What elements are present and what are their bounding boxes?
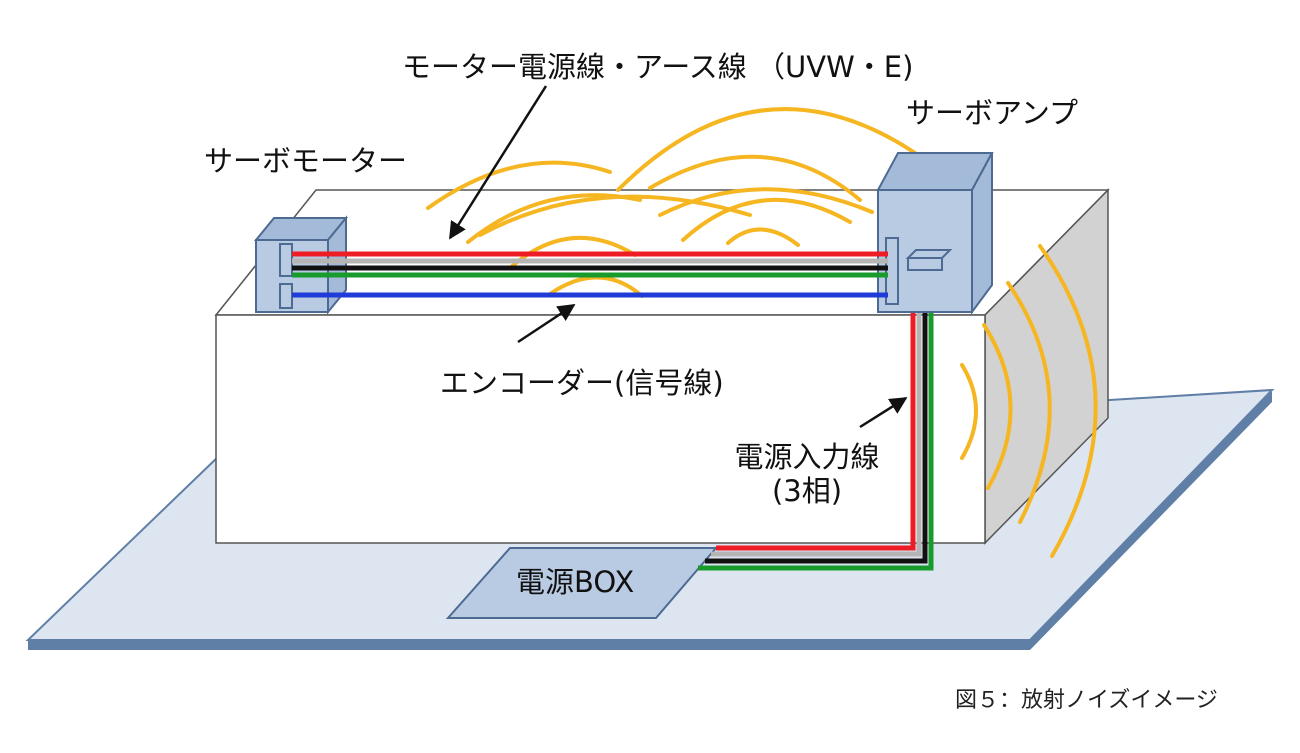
power-input-cable <box>698 268 934 571</box>
label-servo-motor: サーボモーター <box>204 144 408 178</box>
noise-wave-side <box>960 244 1098 558</box>
figure-caption: 図５：放射ノイズイメージ <box>955 688 1218 713</box>
servo-motor-icon <box>253 215 349 315</box>
power-input-arrow <box>859 396 908 429</box>
label-motor-cable: モーター電源線・アース線 （UVW・E) <box>402 50 914 84</box>
label-power-input-line1: 電源入力線 <box>734 440 880 474</box>
motor-cable-arrow <box>448 85 548 240</box>
label-power-input: 電源入力線 (3相) <box>722 440 892 508</box>
pointer-arrows <box>448 85 908 429</box>
label-encoder: エンコーダー(信号線) <box>440 366 724 400</box>
servo-amp-icon <box>876 152 994 316</box>
power-box-icon <box>445 547 719 619</box>
label-power-box: 電源BOX <box>516 565 635 599</box>
label-servo-amp: サーボアンプ <box>906 96 1078 130</box>
label-power-input-line2: (3相) <box>771 474 843 508</box>
noise-wave-icon <box>426 107 920 298</box>
encoder-arrow <box>517 303 576 344</box>
motor-power-cable <box>292 251 888 278</box>
